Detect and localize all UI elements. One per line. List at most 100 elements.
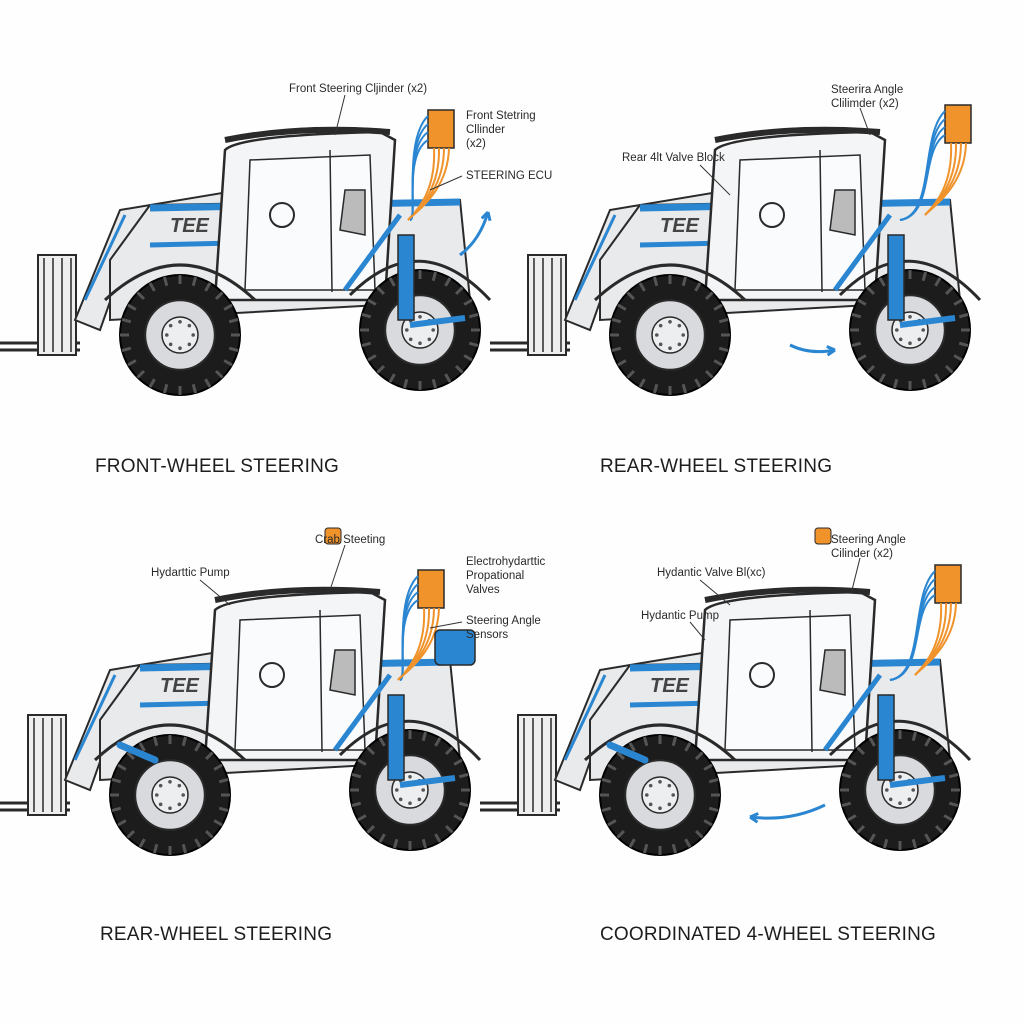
lug-nut bbox=[187, 342, 192, 347]
tread bbox=[444, 277, 452, 287]
lug-nut bbox=[668, 320, 672, 324]
tread bbox=[388, 373, 396, 383]
tread bbox=[958, 313, 969, 319]
lug-nut bbox=[671, 793, 675, 797]
tread bbox=[153, 843, 159, 854]
tread bbox=[616, 751, 625, 760]
tread bbox=[953, 354, 963, 362]
cab-pillar bbox=[329, 149, 333, 293]
lug-nut bbox=[885, 788, 889, 792]
tread bbox=[117, 819, 127, 827]
tread bbox=[215, 370, 224, 379]
label-steering-angle-sensors: Steering Angle Sensors bbox=[466, 615, 541, 641]
rear-wheel bbox=[599, 734, 721, 856]
tread bbox=[718, 318, 729, 324]
lug-nut bbox=[907, 797, 912, 802]
tread bbox=[948, 773, 959, 779]
seat bbox=[329, 649, 356, 696]
ecu-box bbox=[934, 564, 962, 604]
tread bbox=[934, 373, 942, 383]
tread bbox=[671, 843, 677, 854]
tread bbox=[893, 378, 899, 389]
tread bbox=[431, 378, 437, 389]
beacon-light bbox=[324, 527, 342, 545]
signal-wire bbox=[924, 142, 967, 216]
tread bbox=[713, 303, 723, 311]
cab-pillar bbox=[809, 609, 813, 753]
tread bbox=[453, 758, 463, 766]
tread bbox=[616, 830, 625, 839]
tread bbox=[367, 298, 377, 306]
tread bbox=[191, 383, 197, 394]
tread bbox=[148, 282, 156, 292]
cab-roof bbox=[214, 586, 381, 603]
tread bbox=[163, 276, 169, 287]
tread bbox=[924, 737, 932, 747]
front-steering-cylinder bbox=[397, 234, 415, 321]
tread bbox=[643, 736, 649, 747]
tread bbox=[611, 318, 622, 324]
hydraulic-hose bbox=[899, 134, 946, 221]
lug-nut bbox=[658, 806, 662, 810]
signal-wire bbox=[407, 147, 450, 221]
lug-nut bbox=[417, 797, 422, 802]
front-steering-cylinder bbox=[387, 694, 405, 781]
tread bbox=[138, 742, 146, 752]
tread bbox=[468, 341, 479, 347]
panel-title-rear-wheel-2: REAR-WHEEL STEERING bbox=[100, 924, 333, 945]
tread bbox=[376, 286, 385, 295]
tread bbox=[878, 277, 886, 287]
frame-cylinder bbox=[822, 673, 883, 752]
brand-decal: TEE bbox=[170, 215, 210, 237]
tread bbox=[127, 303, 137, 311]
brand-decal: TEE bbox=[660, 215, 700, 237]
label-steering-angle-cylinder-4: Steering Angle Cilinder (x2) bbox=[831, 534, 906, 560]
tread bbox=[943, 814, 953, 822]
lug-nut bbox=[677, 342, 682, 347]
tread bbox=[213, 819, 223, 827]
tread bbox=[705, 291, 714, 300]
seat bbox=[339, 189, 366, 236]
front-wheel bbox=[359, 269, 481, 391]
tread bbox=[163, 383, 169, 394]
tread bbox=[421, 838, 427, 849]
tread bbox=[378, 737, 386, 747]
tread bbox=[455, 286, 464, 295]
lug-nut bbox=[155, 793, 159, 797]
lug-nut bbox=[427, 337, 432, 342]
telehandler-2: TEE bbox=[490, 104, 982, 396]
leader-line bbox=[329, 544, 346, 591]
lug-nut bbox=[911, 788, 915, 792]
lug-nut bbox=[888, 797, 893, 802]
lug-nut bbox=[178, 320, 182, 324]
lug-nut bbox=[405, 328, 409, 332]
tread bbox=[921, 271, 927, 282]
rear-wheel bbox=[109, 734, 231, 856]
tread bbox=[718, 346, 729, 352]
label-crab-steering: Crab Steeting bbox=[315, 534, 386, 546]
lug-nut bbox=[168, 806, 172, 810]
tread bbox=[695, 751, 704, 760]
lug-nut bbox=[648, 783, 653, 788]
tread bbox=[856, 746, 865, 755]
tread bbox=[223, 359, 233, 367]
tread bbox=[695, 830, 704, 839]
tread bbox=[215, 291, 224, 300]
lug-nut bbox=[658, 342, 663, 347]
panel-title-4-wheel: COORDINATED 4-WHEEL STEERING bbox=[600, 924, 937, 945]
boom-hose bbox=[83, 214, 127, 301]
tread bbox=[866, 365, 875, 374]
tread bbox=[121, 346, 132, 352]
lug-nut bbox=[895, 328, 899, 332]
signal-wire bbox=[397, 607, 440, 681]
lug-nut bbox=[677, 323, 682, 328]
tie-rod bbox=[889, 775, 946, 788]
steering-direction-arrow bbox=[459, 211, 490, 257]
rear-fender bbox=[593, 263, 747, 302]
tread bbox=[934, 277, 942, 287]
tread bbox=[607, 819, 617, 827]
tread bbox=[458, 773, 469, 779]
brand-decal: TEE bbox=[650, 675, 690, 697]
tread bbox=[351, 773, 362, 779]
